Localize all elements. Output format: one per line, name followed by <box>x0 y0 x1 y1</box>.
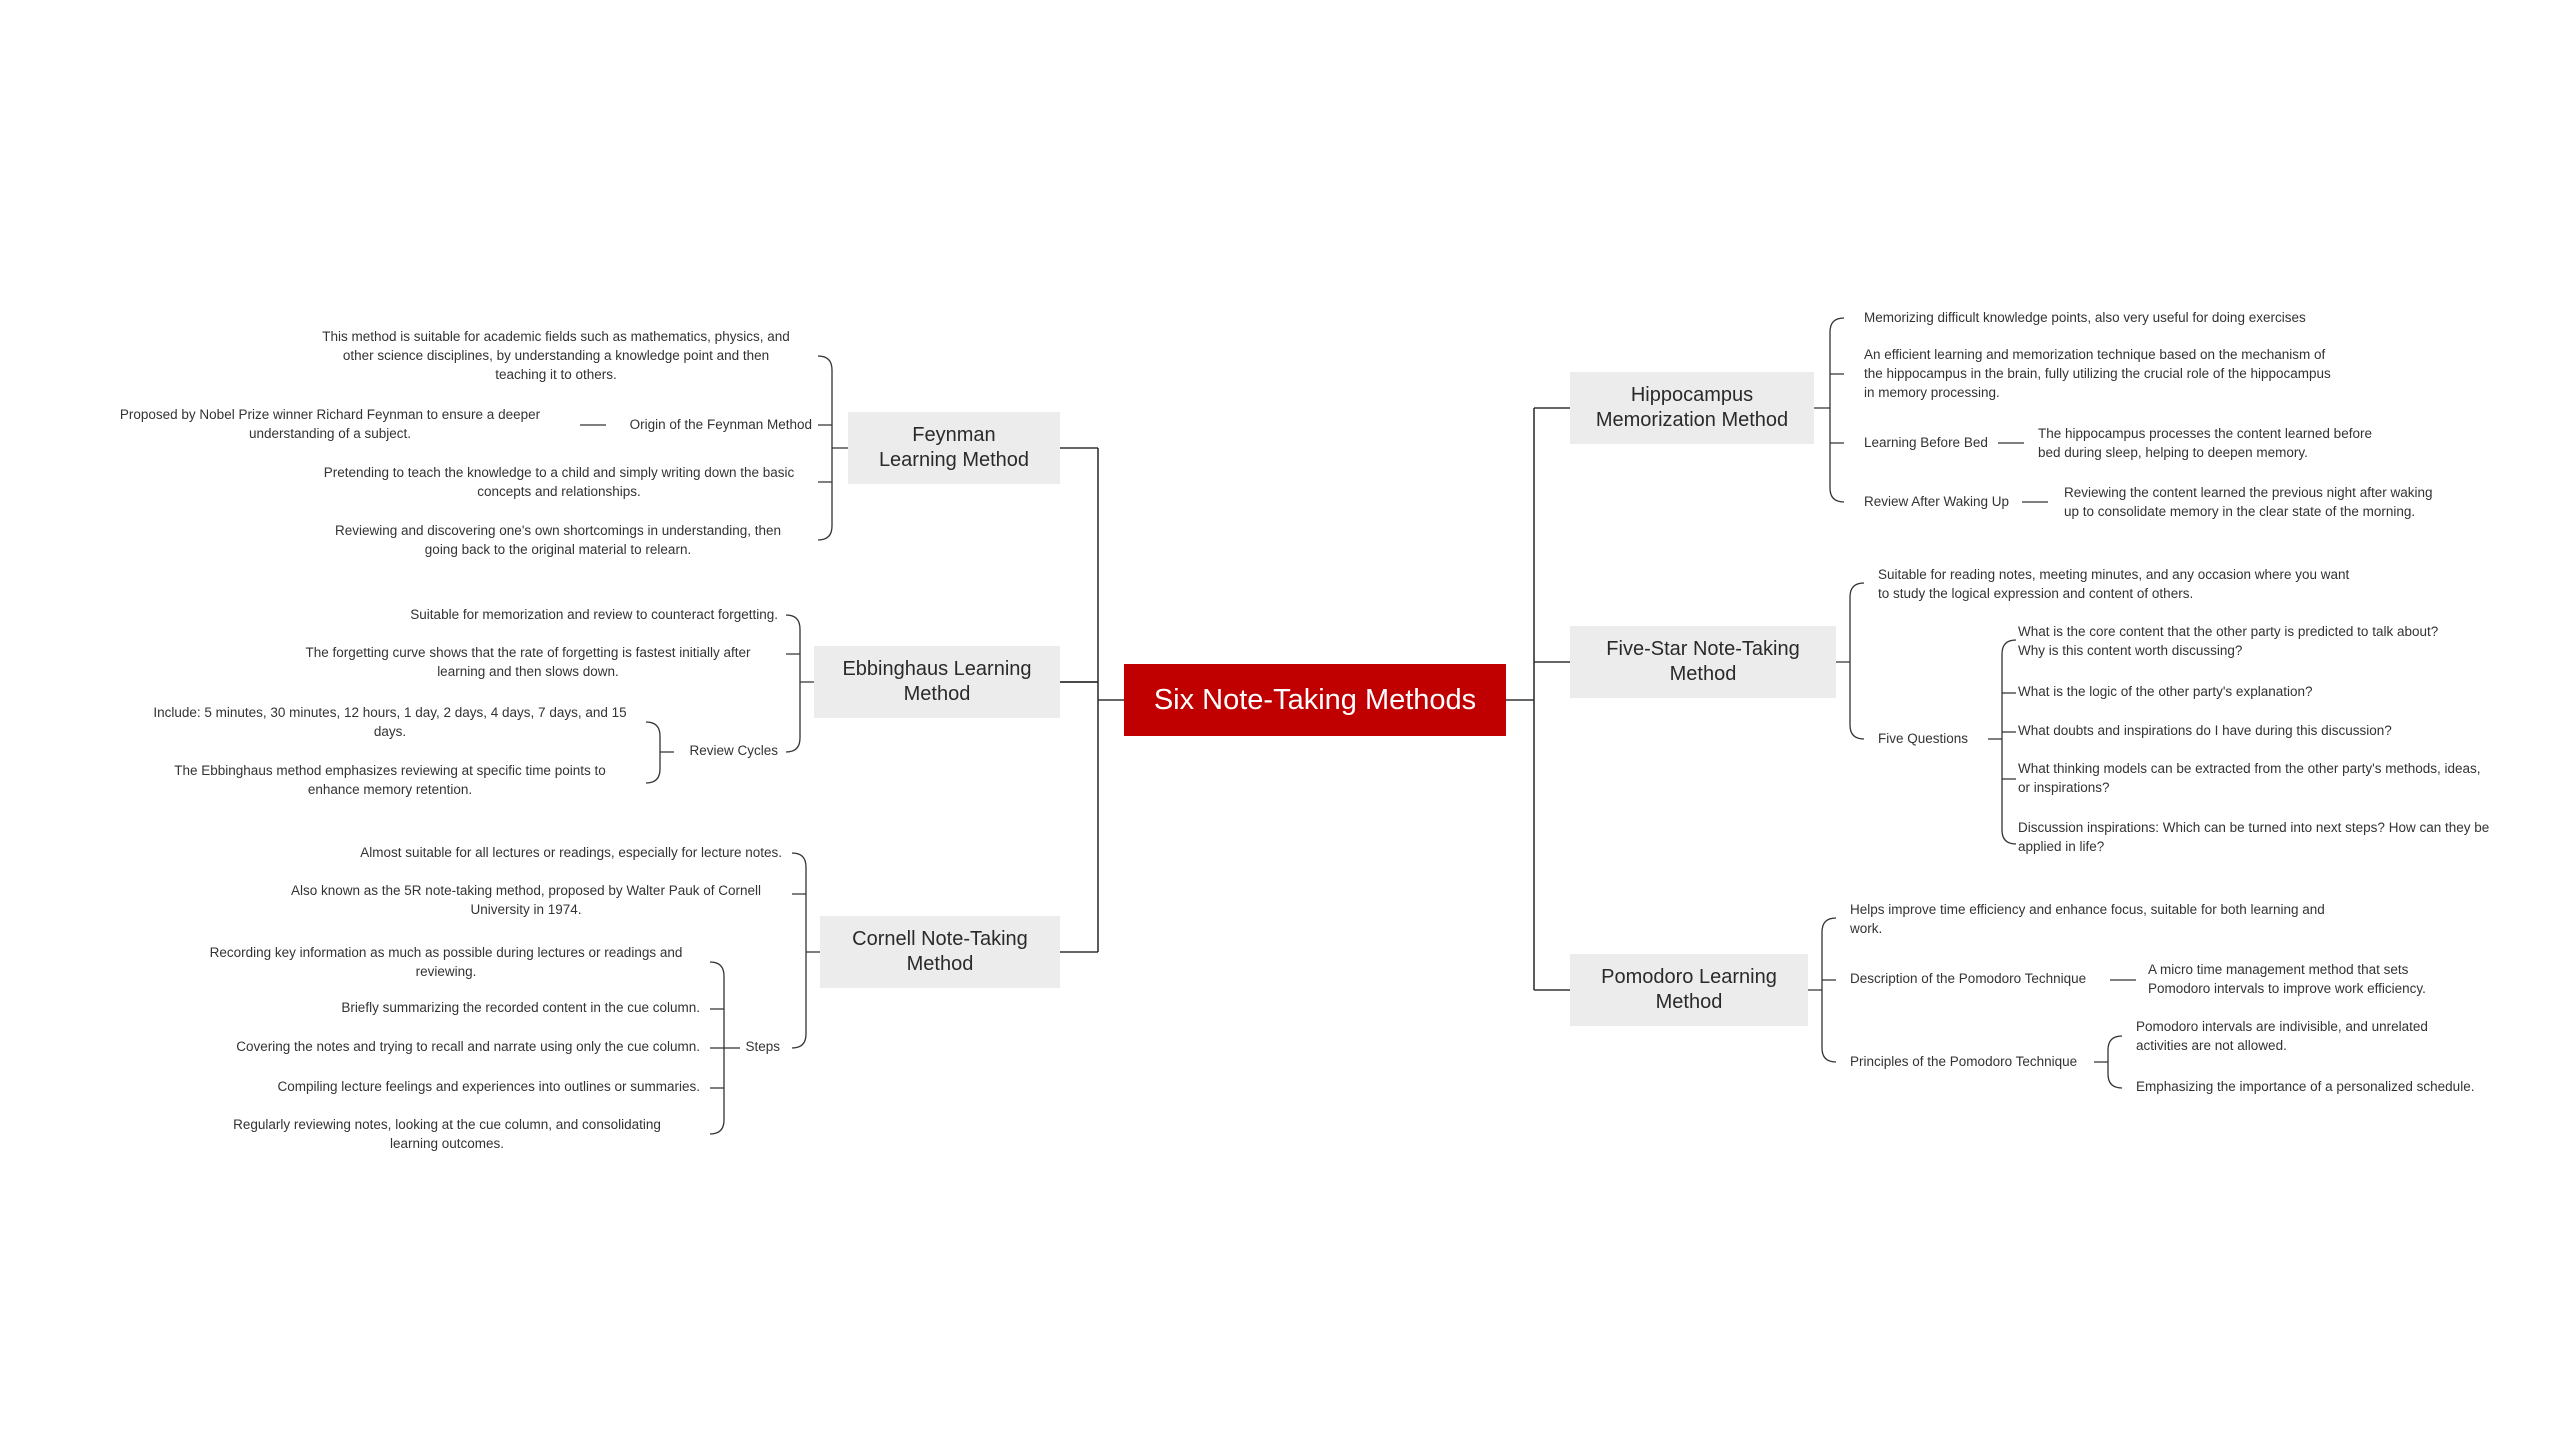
connector-cornell <box>791 852 820 1049</box>
feynman-item-origin[interactable]: Origin of the Feynman Method <box>629 417 812 432</box>
cornell-step-4[interactable]: Compiling lecture feelings and experienc… <box>277 1079 700 1094</box>
ebbinghaus-item-1[interactable]: Suitable for memorization and review to … <box>410 607 778 622</box>
cornell-step-3[interactable]: Covering the notes and trying to recall … <box>236 1039 700 1054</box>
root-topic-label: Six Note-Taking Methods <box>1153 683 1477 716</box>
pomodoro-item-1[interactable]: Helps improve time efficiency and enhanc… <box>1850 902 2325 936</box>
branch-hippocampus-label: Hippocampus Memorization Method <box>1595 384 1789 431</box>
root-topic[interactable]: Six Note-Taking Methods <box>1124 664 1506 736</box>
cornell-item-2[interactable]: Also known as the 5R note-taking method,… <box>290 883 761 917</box>
pomodoro-description-detail[interactable]: A micro time management method that sets… <box>2148 962 2426 996</box>
branch-ebbinghaus-label: Ebbinghaus Learning Method <box>842 658 1032 705</box>
connector-five-star <box>1836 582 1865 740</box>
branch-ebbinghaus[interactable]: Ebbinghaus Learning Method <box>814 646 1060 718</box>
hippocampus-review-after-waking[interactable]: Review After Waking Up <box>1864 494 2010 509</box>
connector-steps <box>709 961 740 1135</box>
pomodoro-principle-2[interactable]: Emphasizing the importance of a personal… <box>2136 1079 2475 1094</box>
connector-ebbinghaus <box>785 614 814 753</box>
five-star-question-1[interactable]: What is the core content that the other … <box>2018 624 2439 658</box>
hippocampus-bed-detail[interactable]: The hippocampus processes the content le… <box>2038 426 2372 460</box>
review-cycle-detail-2[interactable]: The Ebbinghaus method emphasizes reviewi… <box>174 763 606 797</box>
pomodoro-description[interactable]: Description of the Pomodoro Technique <box>1850 971 2087 986</box>
five-star-five-questions[interactable]: Five Questions <box>1878 731 1969 746</box>
connector-pomodoro <box>1808 917 1837 1063</box>
connector-five-questions <box>1988 639 2017 845</box>
branch-cornell[interactable]: Cornell Note-Taking Method <box>820 916 1060 988</box>
branch-feynman-label: Feynman Learning Method <box>878 424 1030 471</box>
branch-five-star[interactable]: Five-Star Note-Taking Method <box>1570 626 1836 698</box>
five-star-question-4[interactable]: What thinking models can be extracted fr… <box>2018 761 2481 795</box>
branch-hippocampus[interactable]: Hippocampus Memorization Method <box>1570 372 1814 444</box>
connector-root-left <box>1060 448 1124 952</box>
five-star-question-5[interactable]: Discussion inspirations: Which can be tu… <box>2018 820 2490 854</box>
five-star-item-1[interactable]: Suitable for reading notes, meeting minu… <box>1878 567 2350 601</box>
cornell-step-2[interactable]: Briefly summarizing the recorded content… <box>341 1000 700 1015</box>
connector-root-right <box>1506 408 1535 990</box>
cornell-step-1[interactable]: Recording key information as much as pos… <box>209 945 683 979</box>
branch-pomodoro[interactable]: Pomodoro Learning Method <box>1570 954 1808 1026</box>
connector-principles <box>2094 1035 2123 1089</box>
connector-feynman <box>817 355 848 541</box>
ebbinghaus-item-2[interactable]: The forgetting curve shows that the rate… <box>305 645 751 679</box>
hippocampus-learning-before-bed[interactable]: Learning Before Bed <box>1864 435 1988 450</box>
cornell-steps[interactable]: Steps <box>745 1039 780 1054</box>
pomodoro-principle-1[interactable]: Pomodoro intervals are indivisible, and … <box>2136 1019 2428 1053</box>
connector-review-cycles <box>645 721 674 784</box>
cornell-item-1[interactable]: Almost suitable for all lectures or read… <box>360 845 782 860</box>
hippocampus-wake-detail[interactable]: Reviewing the content learned the previo… <box>2064 485 2433 519</box>
branch-cornell-label: Cornell Note-Taking Method <box>852 928 1028 975</box>
cornell-step-5[interactable]: Regularly reviewing notes, looking at th… <box>233 1117 661 1151</box>
feynman-item-4[interactable]: Reviewing and discovering one's own shor… <box>334 523 782 557</box>
branch-pomodoro-label: Pomodoro Learning Method <box>1601 966 1777 1013</box>
five-star-question-3[interactable]: What doubts and inspirations do I have d… <box>2018 723 2392 738</box>
branch-feynman[interactable]: Feynman Learning Method <box>848 412 1060 484</box>
pomodoro-principles[interactable]: Principles of the Pomodoro Technique <box>1850 1054 2078 1069</box>
branch-five-star-label: Five-Star Note-Taking Method <box>1606 638 1800 685</box>
five-star-question-2[interactable]: What is the logic of the other party's e… <box>2018 684 2313 699</box>
hippocampus-item-2[interactable]: An efficient learning and memorization t… <box>1864 347 2331 400</box>
feynman-item-3[interactable]: Pretending to teach the knowledge to a c… <box>323 465 795 499</box>
review-cycle-detail-1[interactable]: Include: 5 minutes, 30 minutes, 12 hours… <box>153 705 627 739</box>
hippocampus-item-1[interactable]: Memorizing difficult knowledge points, a… <box>1864 310 2306 325</box>
connector-hippocampus <box>1814 317 1845 503</box>
ebbinghaus-review-cycles[interactable]: Review Cycles <box>689 743 778 758</box>
feynman-item-1[interactable]: This method is suitable for academic fie… <box>322 329 790 382</box>
feynman-origin-detail[interactable]: Proposed by Nobel Prize winner Richard F… <box>119 407 541 441</box>
